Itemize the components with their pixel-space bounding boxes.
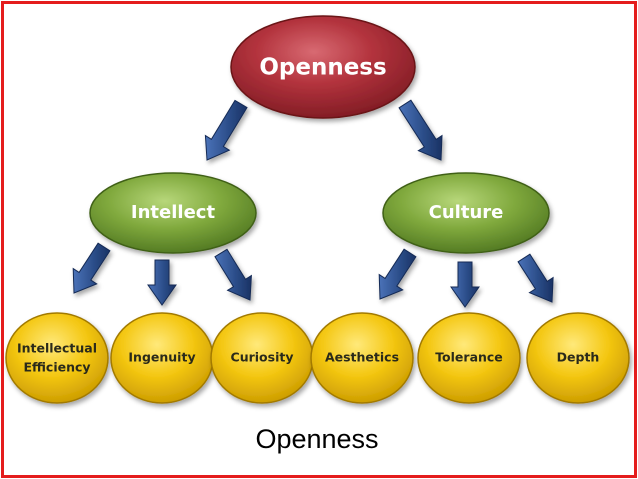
caption: Openness	[255, 424, 378, 454]
branch-label: Culture	[429, 202, 504, 223]
down-arrow-icon	[72, 242, 111, 294]
branch-node-culture: Culture	[382, 172, 550, 254]
leaf-label: Tolerance	[435, 350, 503, 365]
leaf-label: Curiosity	[231, 350, 294, 365]
down-arrow-icon	[398, 99, 443, 161]
leaf-ellipse	[5, 312, 109, 404]
leaf-ellipse	[310, 312, 414, 404]
leaf-ellipse	[417, 312, 521, 404]
leaf-ellipse	[526, 312, 630, 404]
leaf-label: Efficiency	[23, 360, 90, 375]
down-arrow-icon	[214, 248, 252, 301]
down-arrow-icon	[204, 99, 248, 161]
down-arrow-icon	[450, 261, 480, 308]
leaf-node-aesthetics: Aesthetics	[310, 312, 414, 404]
branch-ellipse	[89, 172, 257, 254]
root-ellipse	[230, 15, 416, 119]
leaf-node-depth: Depth	[526, 312, 630, 404]
root-label: Openness	[259, 55, 386, 81]
down-arrow-icon	[147, 259, 177, 306]
leaf-label: Aesthetics	[325, 350, 399, 365]
leaf-node-ingenuity: Ingenuity	[110, 312, 214, 404]
leaf-node-curiosity: Curiosity	[210, 312, 314, 404]
leaf-node-intellectual-efficiency: Intellectual Efficiency	[5, 312, 109, 404]
down-arrow-icon	[378, 248, 417, 300]
leaf-label: Intellectual	[17, 341, 97, 356]
down-arrow-icon	[517, 253, 554, 303]
leaf-label: Depth	[557, 350, 600, 365]
arrows-group	[72, 99, 554, 308]
root-node: Openness	[230, 15, 416, 119]
leaf-node-tolerance: Tolerance	[417, 312, 521, 404]
leaf-label: Ingenuity	[128, 350, 195, 365]
branch-ellipse	[382, 172, 550, 254]
branch-label: Intellect	[131, 202, 216, 223]
branch-node-intellect: Intellect	[89, 172, 257, 254]
